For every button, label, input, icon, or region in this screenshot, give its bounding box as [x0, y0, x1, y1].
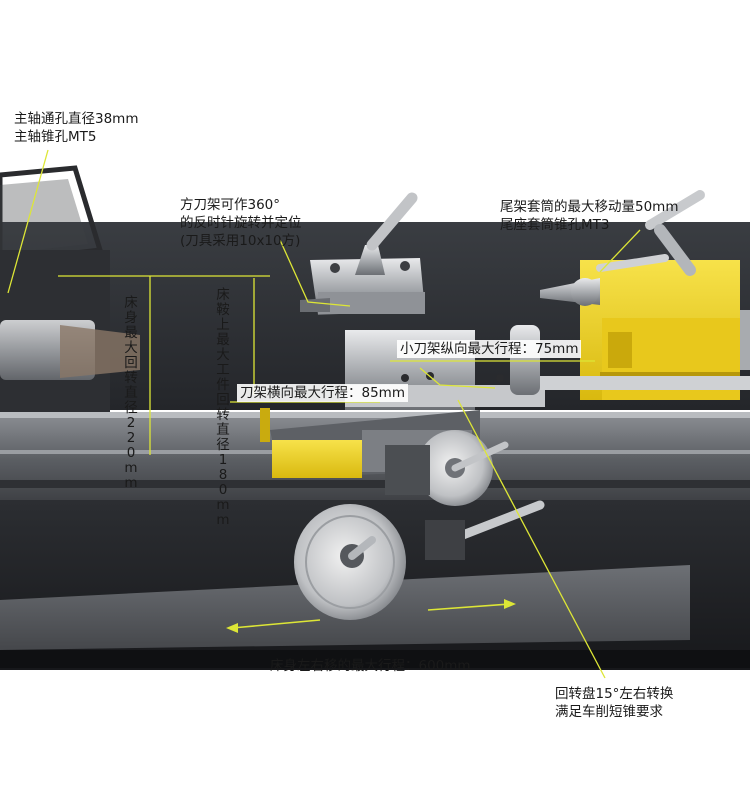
carriage-swing-label: 床鞍上最大工件回转直径180mm [216, 287, 230, 528]
annotation-lines [7, 149, 641, 679]
tailstock-taper-text: 尾座套筒锥孔MT3 [500, 217, 610, 233]
tool-post-text-2: 的反时针旋转并定位 [180, 215, 302, 231]
spindle-bore-text: 主轴通孔直径38mm [14, 111, 139, 127]
tailstock-lever [654, 224, 696, 276]
cross-slide-handwheel [385, 430, 509, 506]
headstock [0, 250, 140, 420]
apron-block [425, 520, 465, 560]
tool-post-text-3: (刀具采用10x10方) [180, 233, 301, 249]
tool-post [300, 192, 425, 315]
swivel-text-1: 回转盘15°左右转换 [555, 686, 674, 702]
spindle-label: 主轴通孔直径38mm 主轴锥孔MT5 [14, 110, 138, 146]
tool-post-text-1: 方刀架可作360° [180, 197, 281, 213]
swivel-label: 回转盘15°左右转换 满足车削短锥要求 [555, 685, 673, 721]
bed-travel-label: 床身左右移的最大行程：600mm [270, 658, 471, 674]
base-edge [0, 650, 750, 668]
tool-post-label: 方刀架可作360° 的反时针旋转并定位 (刀具采用10x10方) [180, 196, 302, 250]
spindle-taper-text: 主轴锥孔MT5 [14, 129, 97, 145]
travel-arrows [226, 599, 516, 633]
tailstock-handle [645, 190, 705, 230]
carriage-handwheel [294, 504, 406, 620]
cross-travel-label: 刀架横向最大行程：85mm [237, 384, 408, 402]
bed-swing-label: 床身最大回转直径220mm [124, 295, 138, 491]
tailstock-travel-text: 尾架套筒的最大移动量50mm [500, 199, 679, 215]
swivel-text-2: 满足车削短锥要求 [555, 704, 663, 720]
compound-travel-label: 小刀架纵向最大行程：75mm [397, 340, 582, 358]
tailstock-label: 尾架套筒的最大移动量50mm 尾座套筒锥孔MT3 [500, 198, 678, 234]
